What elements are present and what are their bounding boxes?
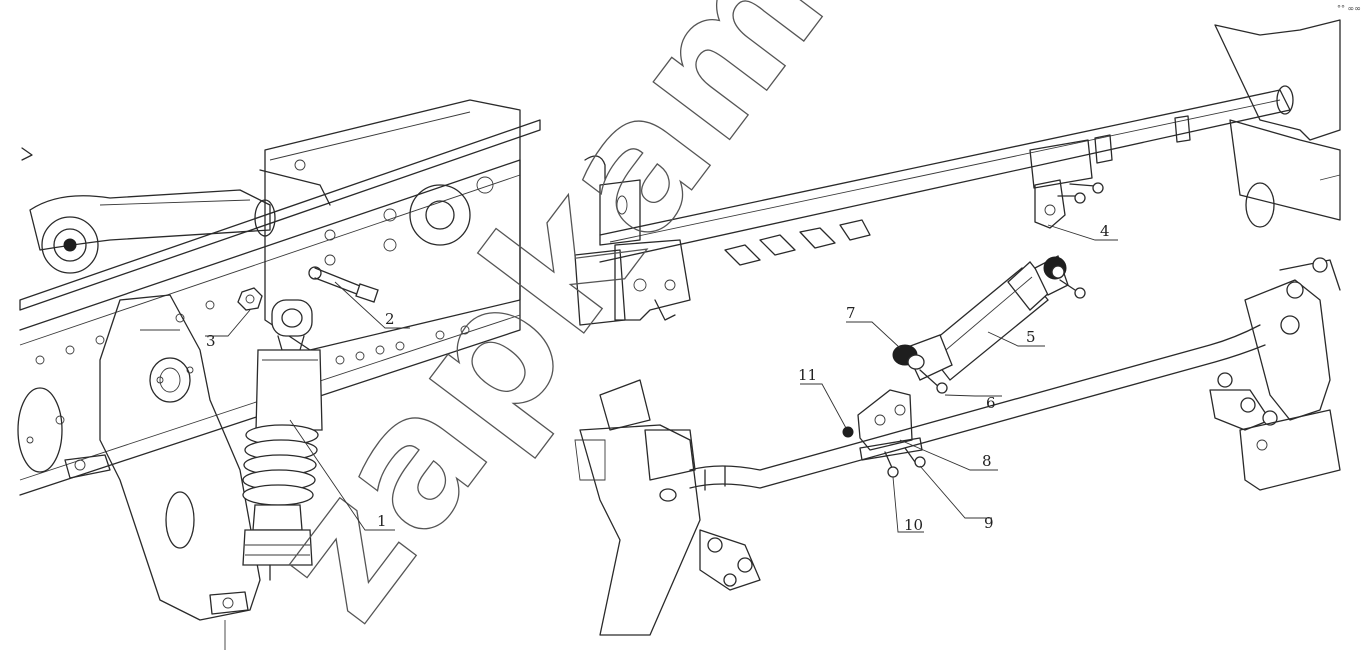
callout-9: 9 xyxy=(984,514,994,532)
callout-leaders xyxy=(205,224,1118,533)
upper-bolt xyxy=(1059,279,1086,299)
left-lower-bracket xyxy=(64,294,261,650)
part-1-shock-absorber xyxy=(242,299,323,581)
callout-8: 8 xyxy=(982,452,992,470)
part-6-bolt xyxy=(919,369,948,394)
callout-4: 4 xyxy=(1100,222,1110,240)
left-frame-rail xyxy=(17,99,541,496)
watermark-text: zapkam.ru xyxy=(231,0,1040,655)
rail-holes xyxy=(26,300,470,444)
callout-7: 7 xyxy=(846,304,856,322)
parts-9-10-bolts xyxy=(884,447,926,478)
right-lower-bracket xyxy=(574,379,761,636)
part-2-bolt xyxy=(308,266,379,303)
callout-6: 6 xyxy=(986,394,996,412)
callout-labels: 1 2 3 4 5 6 7 8 9 10 11 xyxy=(206,222,1110,534)
callout-11: 11 xyxy=(798,366,817,384)
part-11-nut xyxy=(842,426,854,438)
coil-spring xyxy=(242,424,319,506)
callout-10: 10 xyxy=(904,516,923,534)
right-mount-bracket xyxy=(574,155,871,326)
right-stabilizer-bar xyxy=(689,324,1266,491)
right-cross-tube xyxy=(599,85,1294,263)
callout-2: 2 xyxy=(385,310,395,328)
callout-1: 1 xyxy=(377,512,387,530)
part-8-bracket xyxy=(857,389,923,461)
callout-3: 3 xyxy=(206,332,216,350)
part-5-damper xyxy=(892,255,1069,381)
part-4-bracket xyxy=(1034,179,1104,229)
right-frame xyxy=(1209,19,1341,491)
corner-mark: °° ∞∞ xyxy=(1337,4,1361,13)
watermark: zapkam.ru xyxy=(231,0,1042,655)
callout-5: 5 xyxy=(1026,328,1036,346)
part-3-nut xyxy=(237,287,263,311)
left-upper-link xyxy=(29,189,276,274)
